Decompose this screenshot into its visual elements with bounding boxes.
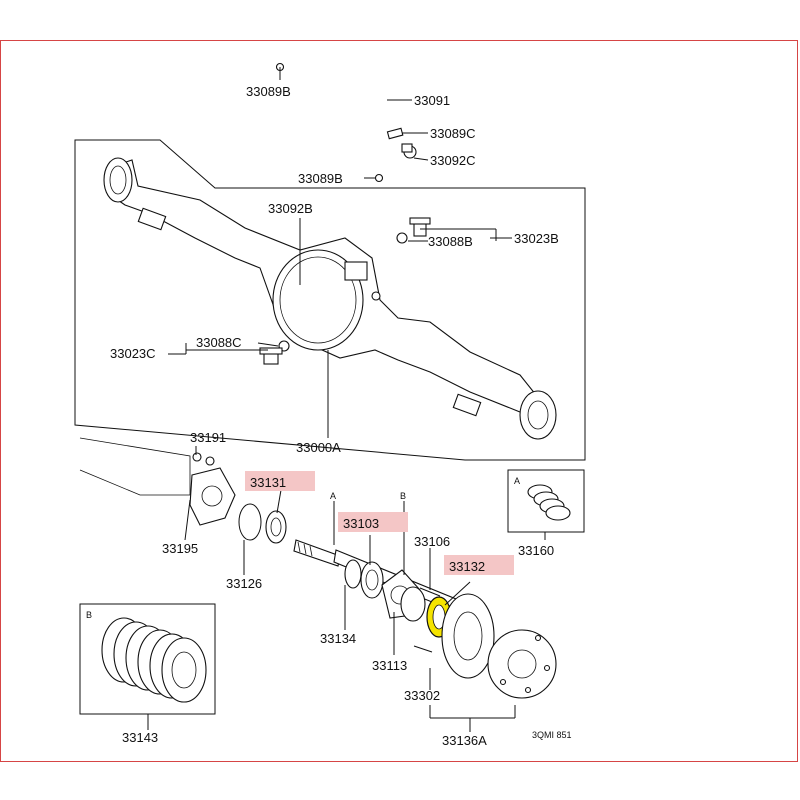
label-33000a[interactable]: 33000A xyxy=(296,440,341,455)
drawing-code: 3QMI 851 xyxy=(532,730,572,740)
axle-housing[interactable] xyxy=(103,157,557,440)
spring-part[interactable] xyxy=(527,484,571,521)
label-33191[interactable]: 33191 xyxy=(190,430,226,445)
label-33023b[interactable]: 33023B xyxy=(514,231,559,246)
label-33134[interactable]: 33134 xyxy=(320,631,356,646)
ref-box-a-letter: A xyxy=(514,476,520,486)
spacer-part[interactable] xyxy=(344,559,362,589)
ref-letter-a: A xyxy=(330,491,336,501)
hub-flange-part[interactable] xyxy=(441,593,557,699)
label-33143[interactable]: 33143 xyxy=(122,730,158,745)
ref-box-b-letter: B xyxy=(86,610,92,620)
clip-part[interactable] xyxy=(386,127,404,140)
label-33089c[interactable]: 33089C xyxy=(430,126,476,141)
plug-upper[interactable] xyxy=(396,217,431,244)
o-ring-part[interactable] xyxy=(238,503,262,541)
label-33088b[interactable]: 33088B xyxy=(428,234,473,249)
label-33088c[interactable]: 33088C xyxy=(196,335,242,350)
label-33113[interactable]: 33113 xyxy=(372,658,407,673)
ref-box-a xyxy=(507,469,585,533)
label-33106[interactable]: 33106 xyxy=(414,534,450,549)
nut-part[interactable] xyxy=(192,452,215,466)
label-33160[interactable]: 33160 xyxy=(518,543,554,558)
label-33092b[interactable]: 33092B xyxy=(268,201,313,216)
bearing-part[interactable] xyxy=(360,561,384,599)
label-33302[interactable]: 33302 xyxy=(404,688,440,703)
label-33092c[interactable]: 33092C xyxy=(430,153,476,168)
label-highlight-33131 xyxy=(245,471,315,491)
housing-box-outline xyxy=(74,139,586,461)
leader-lines xyxy=(147,67,546,732)
ref-letter-b: B xyxy=(400,491,406,501)
label-33103[interactable]: 33103 xyxy=(343,516,379,531)
label-33023c[interactable]: 33023C xyxy=(110,346,156,361)
bolt-part[interactable] xyxy=(413,587,441,653)
label-33136a[interactable]: 33136A xyxy=(442,733,487,748)
label-33131[interactable]: 33131 xyxy=(250,475,286,490)
bearing-case-part[interactable] xyxy=(400,586,426,622)
plug-lower[interactable] xyxy=(259,340,290,365)
friction-plate-part[interactable] xyxy=(101,617,207,703)
label-33091[interactable]: 33091 xyxy=(414,93,450,108)
label-33126[interactable]: 33126 xyxy=(226,576,262,591)
label-33195[interactable]: 33195 xyxy=(162,541,198,556)
housing-flange-part[interactable] xyxy=(79,437,236,526)
label-33089b-top[interactable]: 33089B xyxy=(246,84,291,99)
diagram-frame xyxy=(0,40,798,762)
breather-part[interactable] xyxy=(401,143,417,159)
oil-seal-part[interactable] xyxy=(265,510,287,544)
label-33132[interactable]: 33132 xyxy=(449,559,485,574)
label-highlight-33103 xyxy=(338,512,408,532)
label-33089b-mid[interactable]: 33089B xyxy=(298,171,343,186)
label-highlight-33132 xyxy=(444,555,514,575)
breather-hose[interactable] xyxy=(275,61,389,183)
